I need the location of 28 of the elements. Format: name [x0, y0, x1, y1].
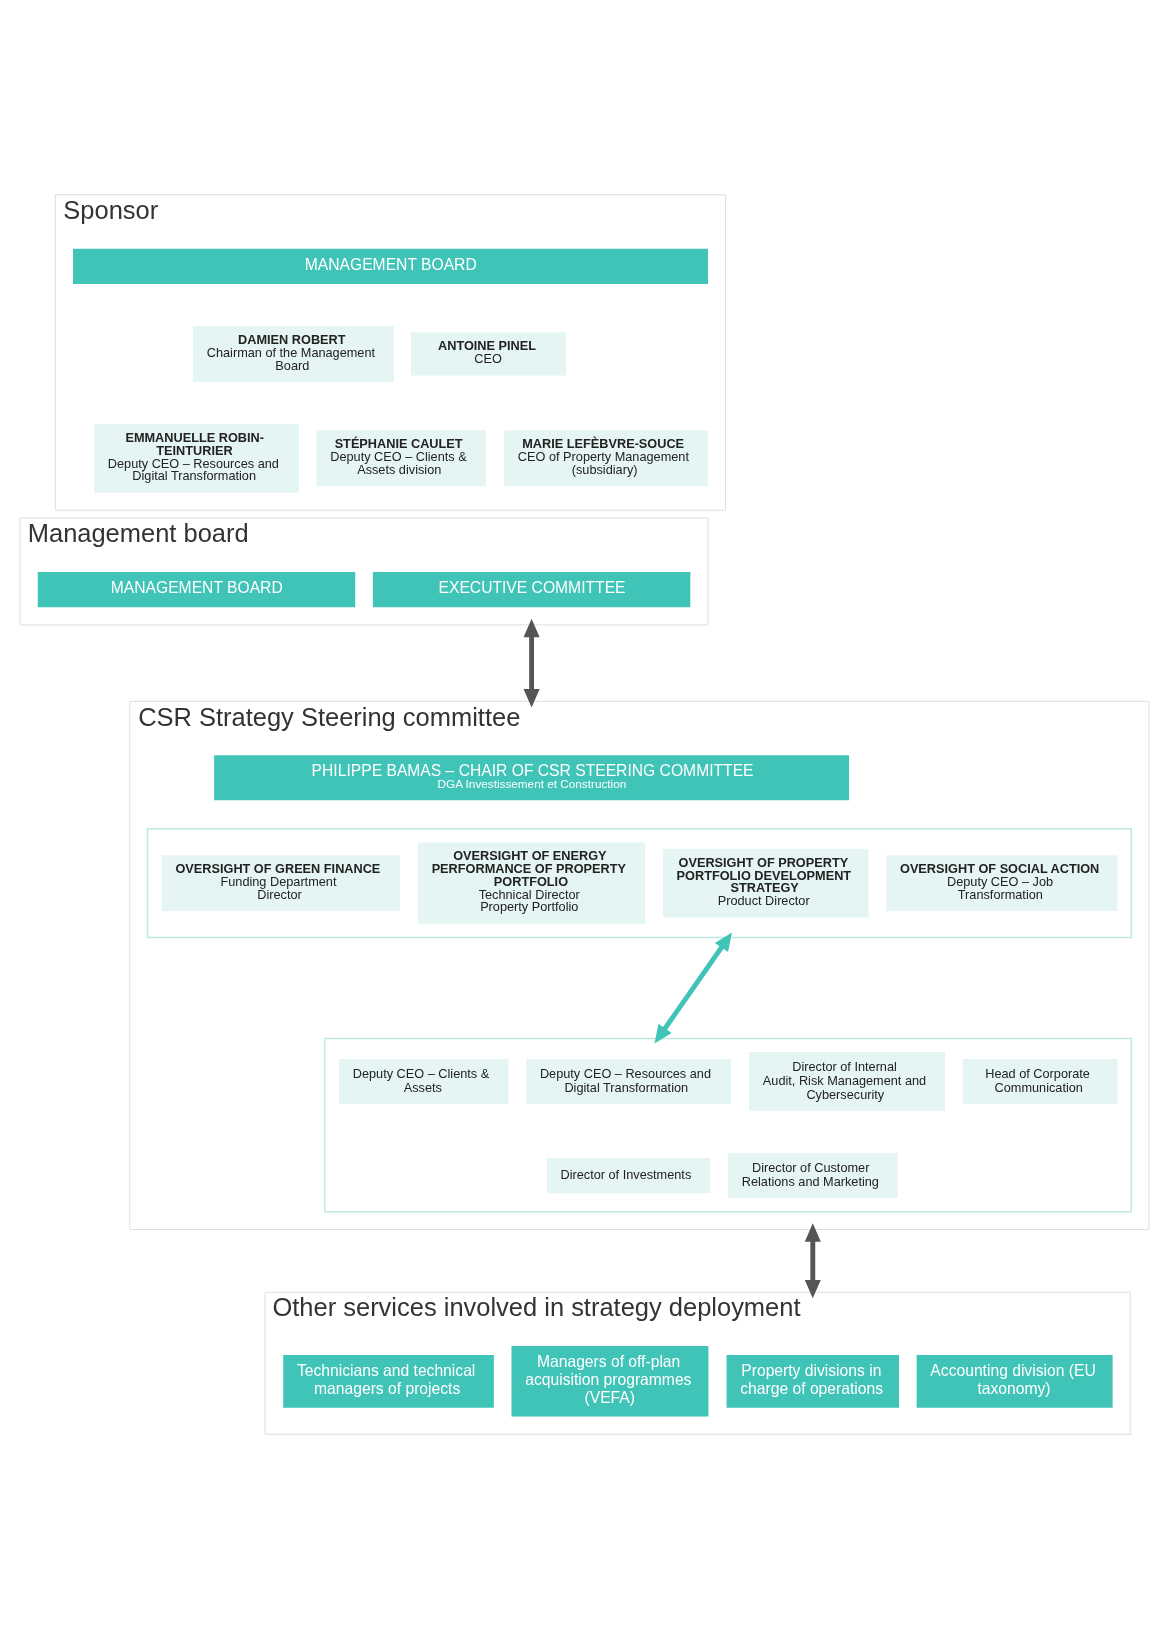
node-box: Accounting division (EU taxonomy) — [916, 1354, 1113, 1408]
node-box: Managers of off-plan acquisition programmes (VEFA) — [511, 1346, 709, 1417]
node-box: OVERSIGHT OF PROPERTY PORTFOLIO DEVELOPMENT STRATEGY Product Director — [662, 848, 869, 918]
node-box: ANTOINE PINEL CEO — [411, 332, 566, 376]
node-box: Director of Customer Relations and Marketing — [728, 1153, 898, 1199]
arrow — [804, 1223, 821, 1299]
cluster — [146, 827, 1132, 939]
node-box: EMMANUELLE ROBIN-TEINTURIER Deputy CEO – Resources and Digital Transformation — [94, 424, 299, 493]
cluster — [324, 1037, 1132, 1213]
node-box: Technicians and technical managers of projects — [283, 1354, 494, 1408]
node-box: Deputy CEO – Resources and Digital Transformation — [526, 1058, 731, 1105]
node-box: EXECUTIVE COMMITTEE — [372, 572, 691, 608]
node-box: PHILIPPE BAMAS – CHAIR OF CSR STEERING COMMITTEE DGA Investissement et Construction — [214, 755, 850, 801]
arrow — [523, 618, 540, 708]
node-box: Head of Corporate Communication — [962, 1058, 1118, 1105]
node-box: Property divisions in charge of operations — [726, 1354, 900, 1408]
node-box: MANAGEMENT BOARD — [37, 572, 356, 608]
node-box: MARIE LEFÈBVRE-SOUCE CEO of Property Management (subsidiary) — [504, 430, 708, 487]
node-box: Director of Investments — [546, 1157, 711, 1194]
node-box: OVERSIGHT OF ENERGY PERFORMANCE OF PROPERTY PORTFOLIO Technical Director Property Portfolio — [417, 842, 646, 924]
arrow — [654, 932, 732, 1044]
node-box: STÉPHANIE CAULET Deputy CEO – Clients & Assets division — [316, 430, 487, 487]
node-box: OVERSIGHT OF GREEN FINANCE Funding Department Director — [161, 855, 400, 911]
node-box: Director of Internal Audit, Risk Management and Cybersecurity — [749, 1052, 946, 1111]
node-box: OVERSIGHT OF SOCIAL ACTION Deputy CEO – Job Transformation — [886, 855, 1118, 911]
node-box: Deputy CEO – Clients & Assets — [339, 1058, 509, 1105]
node-box: DAMIEN ROBERT Chairman of the Management Board — [193, 326, 394, 382]
node-box: MANAGEMENT BOARD — [73, 248, 708, 284]
